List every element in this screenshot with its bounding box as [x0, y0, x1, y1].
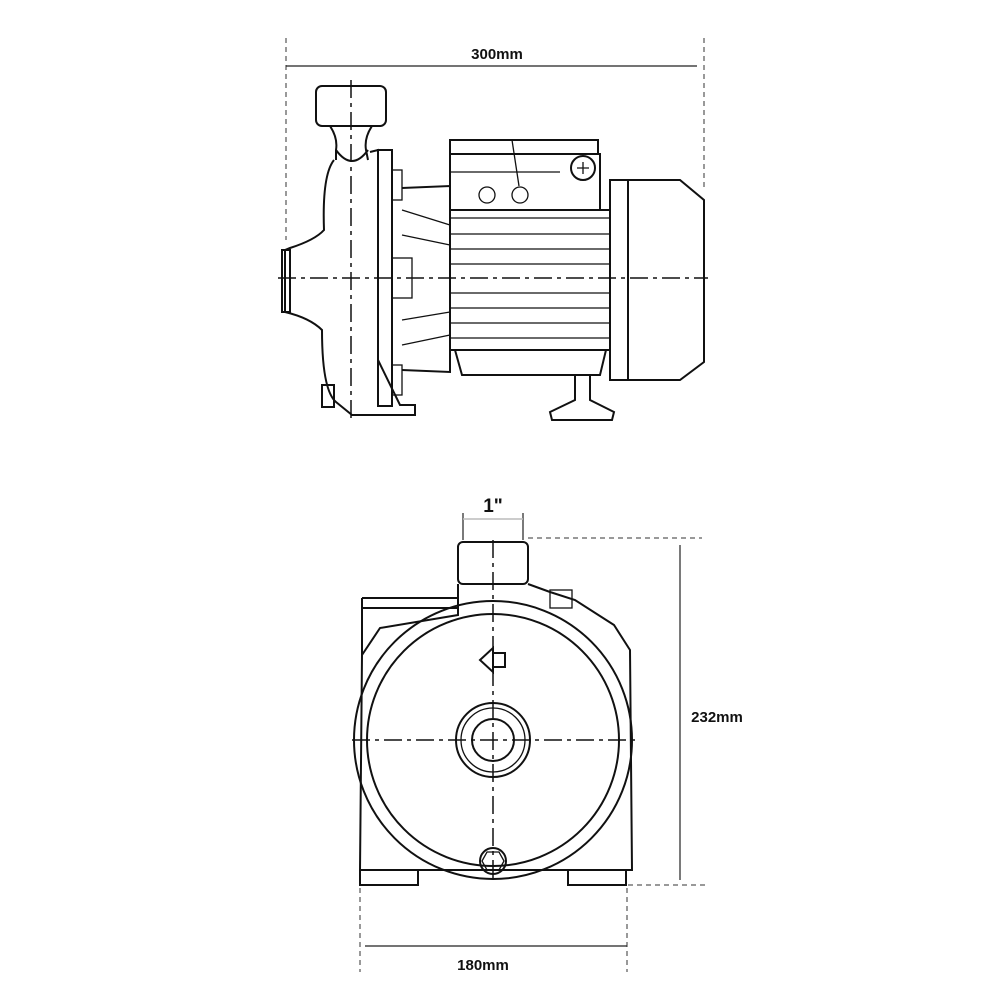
pump-casing [281, 80, 416, 420]
motor-foot [548, 375, 616, 421]
fan-cover-ring [609, 179, 629, 381]
motor-housing [449, 209, 611, 351]
casing-outline [358, 583, 634, 871]
terminal-box [449, 139, 601, 211]
casing-bolt [321, 384, 335, 408]
cooling-fins [450, 217, 610, 339]
flange-bolt-bottom [391, 364, 403, 396]
motor-base [454, 349, 607, 376]
outlet-neck [329, 125, 373, 161]
screw-icon [478, 186, 496, 204]
screw-icon [511, 186, 529, 204]
terminal-leader [511, 139, 520, 187]
cable-gland-icon [570, 155, 596, 181]
height-label: 232mm [691, 709, 743, 726]
fan-cover [609, 179, 705, 381]
inlet-nose [281, 249, 291, 313]
outlet-size-label: 1" [483, 496, 503, 517]
drain-plug-hex [481, 851, 505, 871]
foot-left [359, 869, 419, 886]
bracket-edge [361, 597, 458, 655]
outlet-arc [335, 149, 369, 162]
flange-bolt-top [391, 169, 403, 201]
width-label: 180mm [457, 957, 509, 974]
front-view: 1" 232mm 180mm [352, 496, 743, 974]
bracket-ribs [401, 209, 451, 346]
foot-right [567, 869, 627, 886]
volute-body [284, 148, 416, 416]
length-label: 300mm [471, 46, 523, 63]
side-view: 300mm [278, 38, 708, 421]
motor-body [449, 209, 616, 421]
fan-cover-shell [628, 179, 705, 381]
terminal-box-lid [449, 139, 599, 155]
priming-plug [549, 589, 573, 609]
cable-gland-cross [577, 162, 589, 174]
